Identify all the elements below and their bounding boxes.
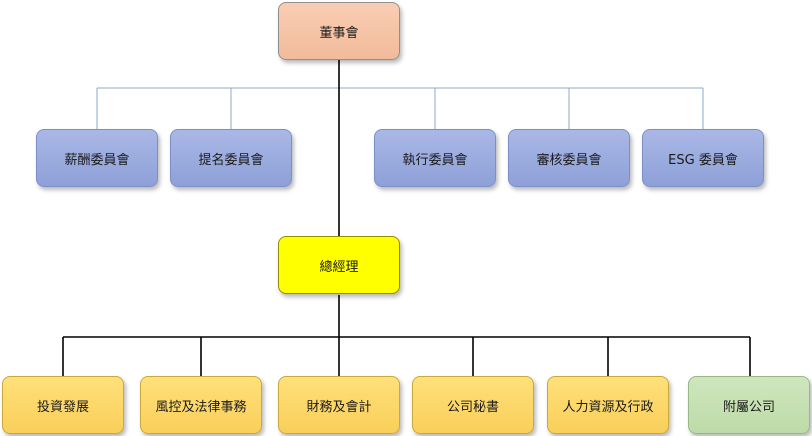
dept-box-subsidiaries: 附屬公司 [688,376,810,434]
committee-label: 提名委員會 [198,152,264,168]
committee-box-audit: 審核委員會 [508,129,630,187]
dept-box-hr-admin: 人力資源及行政 [547,376,669,434]
committee-connectors [96,87,704,129]
committee-label: 薪酬委員會 [64,152,130,168]
main-connectors [62,60,751,376]
general-manager-box: 總經理 [278,236,400,294]
dept-label: 公司秘書 [446,399,499,415]
board-label: 董事會 [319,25,359,41]
committee-label: ESG 委員會 [668,152,738,168]
general-manager-label: 總經理 [319,259,359,275]
committee-label: 審核委員會 [536,152,602,168]
committee-box-remuneration: 薪酬委員會 [36,129,158,187]
dept-box-company-secretary: 公司秘書 [412,376,534,434]
board-box: 董事會 [278,2,400,60]
dept-label: 投資發展 [36,399,89,415]
committee-label: 執行委員會 [402,152,468,168]
dept-label: 風控及法律事務 [155,399,247,415]
committee-box-nomination: 提名委員會 [170,129,292,187]
dept-box-risk-legal: 風控及法律事務 [140,376,262,434]
dept-box-investment: 投資發展 [2,376,124,434]
dept-box-finance: 財務及會計 [278,376,400,434]
committee-box-esg: ESG 委員會 [642,129,764,187]
dept-label: 附屬公司 [722,399,775,415]
committee-box-executive: 執行委員會 [374,129,496,187]
dept-label: 人力資源及行政 [562,399,654,415]
dept-label: 財務及會計 [306,399,372,415]
